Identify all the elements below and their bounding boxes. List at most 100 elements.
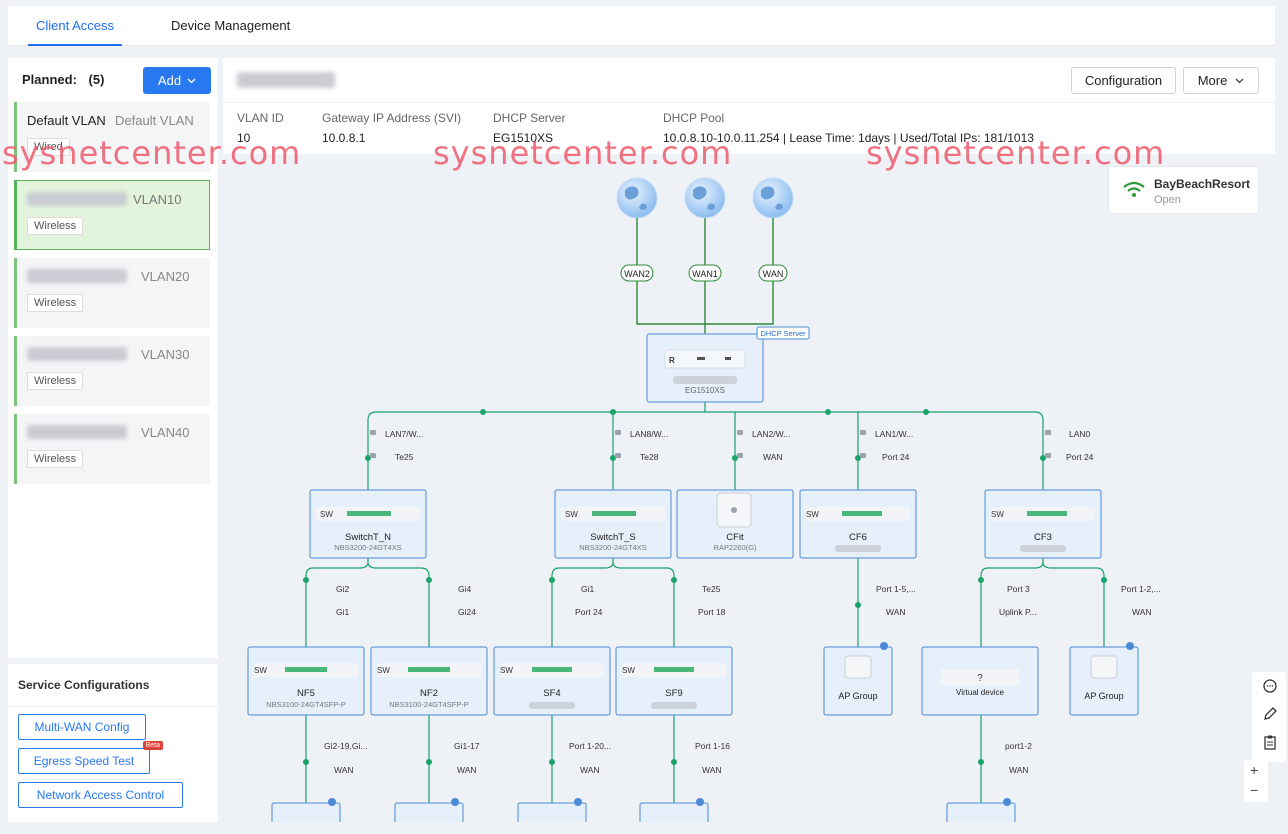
device-tag: SW (500, 666, 513, 675)
count-badge-icons (328, 798, 1011, 806)
vlan-name: Default VLAN (27, 113, 106, 128)
port-label: Te25 (395, 452, 414, 462)
port-label: WAN (763, 452, 783, 462)
vlan-item-vlan30[interactable]: VLAN30 Wireless (14, 336, 210, 406)
vlan-type-badge: Wireless (27, 294, 84, 312)
model-redacted (1020, 545, 1066, 552)
vlan-item-vlan10[interactable]: VLAN10 Wireless (14, 180, 210, 250)
gateway-name-redacted (673, 376, 737, 384)
device-name: AP Group (838, 691, 877, 701)
port-label: Port 1-2,... (1121, 584, 1161, 594)
switch-node-sf9[interactable]: SW SF9 (615, 646, 733, 716)
switch-node-sf4[interactable]: SW SF4 (493, 646, 611, 716)
vlan-item-vlan20[interactable]: VLAN20 Wireless (14, 258, 210, 328)
vlan-id-label: VLAN40 (141, 425, 190, 440)
port-label: Port 24 (1066, 452, 1094, 462)
port-label: Port 24 (882, 452, 910, 462)
zoom-in-icon[interactable]: + (1250, 762, 1259, 778)
port-label: LAN0 (1069, 429, 1091, 439)
tab-client-access[interactable]: Client Access (27, 6, 123, 46)
vlan-name-redacted (27, 347, 127, 361)
vlan-item-default[interactable]: Default VLAN Default VLAN Wired (14, 102, 210, 172)
device-tag: SW (320, 510, 333, 519)
configuration-button[interactable]: Configuration (1071, 67, 1176, 94)
switch-node-cf6[interactable]: SW CF6 (799, 489, 917, 559)
wan-port-label: WAN2 (624, 269, 650, 279)
gateway-node[interactable]: DHCP Server R EG1510XS (646, 326, 810, 403)
port-label: WAN (457, 765, 477, 775)
port-label: Te25 (702, 584, 721, 594)
device-name: SF9 (665, 688, 682, 699)
ap-node-cfit[interactable]: CFit RAP2260(G) (676, 489, 794, 559)
info-label: DHCP Pool (663, 111, 725, 125)
clipboard-icon[interactable] (1262, 734, 1278, 750)
device-name: CF6 (849, 532, 867, 543)
internet-globe-icon[interactable] (684, 177, 726, 219)
switch-node-nf5[interactable]: SW NF5 NBS3100-24GT4SFP-P (247, 646, 365, 716)
vlan-item-vlan40[interactable]: VLAN40 Wireless (14, 414, 210, 484)
vlan-id-label: Default VLAN (115, 113, 194, 128)
dhcp-server-badge: DHCP Server (760, 329, 806, 338)
port-label: Port 24 (575, 607, 603, 617)
service-configurations-title: Service Configurations (18, 678, 150, 692)
divider (8, 706, 218, 707)
port-label: WAN (334, 765, 354, 775)
device-name: CFit (726, 532, 744, 543)
port-label: Te28 (640, 452, 659, 462)
info-label: DHCP Server (493, 111, 566, 125)
network-access-control-button[interactable]: Network Access Control (18, 782, 183, 808)
ap-group-node[interactable]: AP Group (1069, 642, 1139, 716)
port-label: LAN8/W... (630, 429, 668, 439)
port-label: WAN (886, 607, 906, 617)
switch-node-switcht-s[interactable]: SW SwitchT_S NBS3200-24GT4XS (554, 489, 672, 559)
device-tag: SW (806, 510, 819, 519)
vlan-id-label: VLAN10 (133, 192, 182, 207)
add-button[interactable]: Add (143, 67, 211, 94)
level3-port-labels: Gi2-19,Gi... WAN Gi1-17 WAN Port 1-20...… (324, 741, 1032, 775)
tab-device-management[interactable]: Device Management (171, 18, 291, 33)
vlan-id-label: VLAN20 (141, 269, 190, 284)
topology-canvas[interactable]: WAN2 WAN1 WAN DHCP Server R EG1510XS LAN… (223, 158, 1253, 822)
vlan-name-redacted (27, 192, 127, 206)
ap-group-node[interactable] (271, 802, 1016, 822)
service-configurations-panel: Service Configurations Multi-WAN Config … (8, 664, 218, 822)
device-name: Virtual device (956, 688, 1004, 697)
wan-label-wan: WAN (758, 264, 788, 282)
vlan-title-redacted (237, 72, 335, 88)
add-button-label: Add (157, 73, 182, 88)
model-redacted (651, 702, 697, 709)
edit-icon[interactable] (1262, 706, 1278, 722)
info-dhcp-pool: DHCP Pool 10.0.8.10-10.0.11.254 | Lease … (663, 111, 1034, 145)
virtual-device-node[interactable]: ? Virtual device (921, 646, 1039, 716)
port-label: Gi1 (581, 584, 595, 594)
switch-node-switcht-n[interactable]: SW SwitchT_N NBS3200-24GT4XS (309, 489, 427, 559)
multi-wan-config-button[interactable]: Multi-WAN Config (18, 714, 146, 740)
port-label: Port 1-20... (569, 741, 611, 751)
port-label: Gi1-17 (454, 741, 480, 751)
egress-speed-test-button[interactable]: Egress Speed Test Beta (18, 741, 163, 774)
info-value: EG1510XS (493, 131, 554, 145)
port-label: WAN (1009, 765, 1029, 775)
zoom-out-icon[interactable]: − (1250, 782, 1259, 798)
ssid-status: Open (1154, 194, 1181, 206)
junction-dots (365, 409, 1046, 461)
switch-node-cf3[interactable]: SW CF3 (984, 489, 1102, 559)
top-tab-bar: Client Access Device Management (8, 6, 1275, 46)
vlan-name-redacted (27, 269, 127, 283)
info-value: 10.0.8.10-10.0.11.254 | Lease Time: 1day… (663, 131, 1034, 145)
port-label: Gi4 (458, 584, 472, 594)
ssid-card[interactable]: BayBeachResort Open (1108, 166, 1259, 214)
more-button[interactable]: More (1183, 67, 1259, 94)
ap-group-node[interactable]: AP Group (823, 642, 893, 716)
internet-globe-icon[interactable] (752, 177, 794, 219)
device-tag: SW (254, 666, 267, 675)
port-label: Port 3 (1007, 584, 1030, 594)
chat-icon[interactable] (1262, 678, 1278, 694)
device-name: SwitchT_N (345, 532, 391, 543)
switch-node-nf2[interactable]: SW NF2 NBS3100-24GT4SFP-P (370, 646, 488, 716)
vlan-list-panel: Planned: (5) Add Default VLAN Default VL… (8, 58, 218, 658)
internet-globe-icon[interactable] (616, 177, 658, 219)
more-button-label: More (1197, 73, 1228, 88)
port-label: Gi24 (458, 607, 476, 617)
egress-speed-test-label: Egress Speed Test (33, 754, 135, 768)
